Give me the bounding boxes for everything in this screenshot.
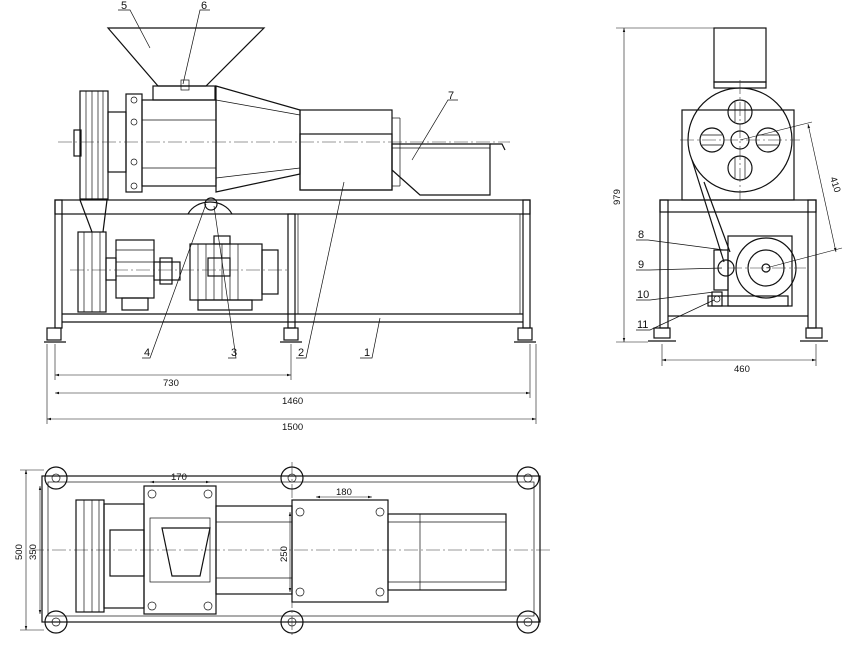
callout-11: 11	[637, 319, 648, 331]
discharge-chute	[391, 143, 506, 196]
dim-410: 410	[827, 176, 842, 194]
motor	[189, 235, 279, 311]
dim-1460: 1460	[282, 396, 303, 407]
top-view: 170 180 500 350 250	[14, 462, 552, 636]
dim-979: 979	[612, 189, 623, 205]
callout-1: 1	[364, 347, 370, 359]
callout-7: 7	[448, 90, 454, 102]
dim-1500: 1500	[282, 422, 303, 433]
hopper	[106, 27, 266, 101]
press-body	[215, 85, 401, 193]
callout-9: 9	[638, 259, 644, 271]
callout-6: 6	[201, 0, 207, 12]
gear-reducer	[77, 231, 181, 313]
dim-250: 250	[279, 546, 290, 562]
callout-4: 4	[144, 347, 150, 359]
dim-460: 460	[734, 364, 750, 375]
dim-350: 350	[28, 544, 39, 560]
front-view: 5 6 7 1 2 3 4 730 1460 1500	[44, 0, 537, 433]
dim-170: 170	[171, 472, 187, 483]
bearing-block	[107, 93, 217, 193]
callout-5: 5	[121, 0, 127, 12]
callout-2: 2	[298, 347, 304, 359]
pulley	[73, 90, 109, 200]
callout-3: 3	[231, 347, 237, 359]
dim-500: 500	[14, 544, 25, 560]
dim-180: 180	[336, 487, 352, 498]
callout-8: 8	[638, 229, 644, 241]
callouts-front: 5 6 7 1 2 3 4	[118, 0, 458, 359]
dims-front: 730 1460 1500	[46, 344, 537, 433]
dim-730: 730	[163, 378, 179, 389]
side-view: 8 9 10 11 979 460 410	[612, 27, 843, 375]
callout-10: 10	[637, 289, 649, 301]
frame	[44, 199, 536, 343]
